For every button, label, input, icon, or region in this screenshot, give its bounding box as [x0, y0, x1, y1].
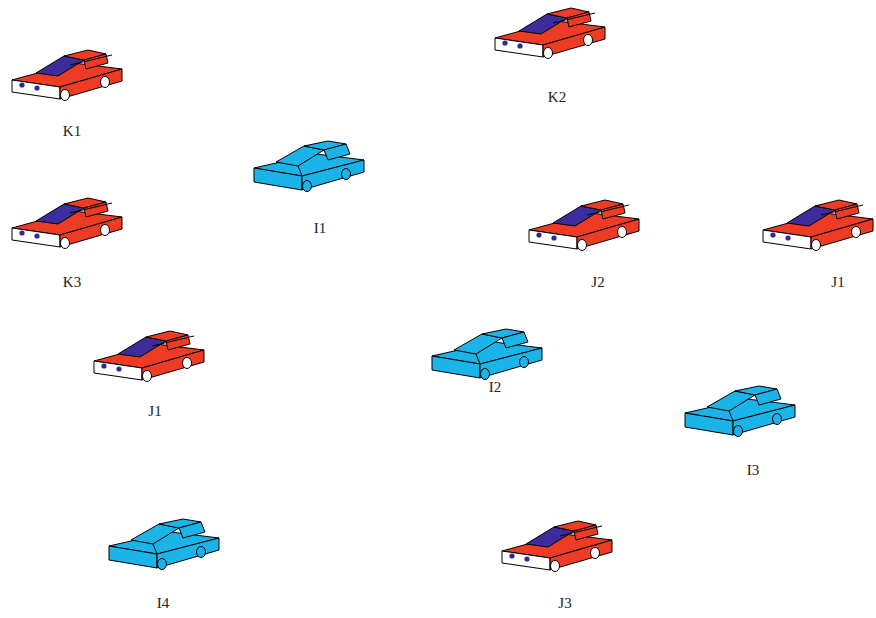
car-label: K2	[548, 89, 566, 106]
car-label: I4	[157, 595, 170, 612]
car-label: I3	[747, 462, 760, 479]
car-label: J2	[591, 274, 604, 291]
car-label: K1	[63, 123, 81, 140]
car-label: J1	[831, 274, 844, 291]
car-label: I1	[314, 220, 327, 237]
car-label: J1	[148, 403, 161, 420]
car-label: J3	[558, 595, 571, 612]
car-label: I2	[489, 379, 502, 396]
car-label: K3	[63, 274, 81, 291]
